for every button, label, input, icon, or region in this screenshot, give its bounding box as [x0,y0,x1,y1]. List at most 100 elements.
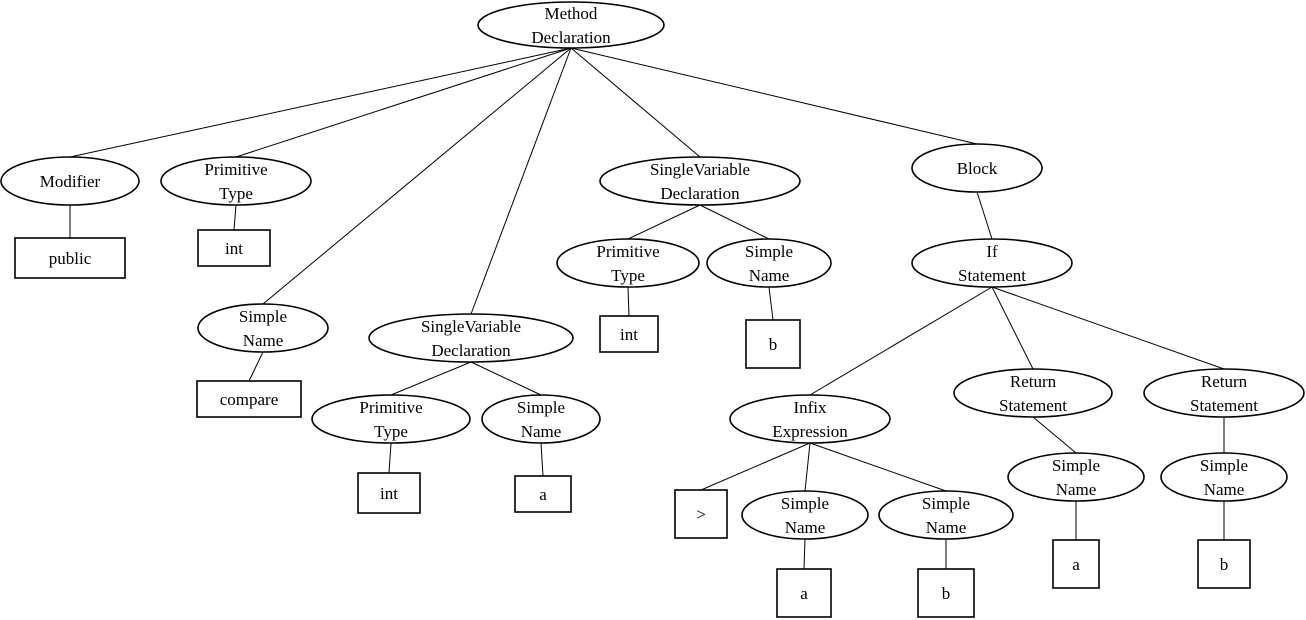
node-label-line: Name [1056,480,1097,499]
node-label-line: public [49,249,92,268]
token-box-infix-b: b [917,568,975,618]
edge-return-a-to-return-name-a [1032,416,1077,454]
node-label-line: Type [374,422,408,441]
node-label-line: Name [926,518,967,537]
node-label-line: Simple [1200,456,1248,475]
ellipse-shape [953,368,1113,418]
token-box-public: public [14,237,126,279]
box-shape [599,315,659,353]
token-box-return-b-val: b [1197,539,1251,589]
box-shape [197,229,271,267]
node-label-line: If [986,242,998,261]
node-label-line: Declaration [431,341,511,360]
box-shape [745,319,801,369]
node-label-line: Primitive [359,398,422,417]
edge-simple-name-a-to-a-1 [540,442,544,477]
box-shape [196,380,302,418]
box-shape [514,475,572,513]
tree-edges [69,47,1225,570]
edge-infix-expr-to-gt [700,442,811,491]
node-label-line: Statement [1190,396,1258,415]
ellipse-shape [477,1,665,49]
edge-method-decl-to-svd-b [570,47,701,158]
edge-prim-type-b-to-int-b [627,286,630,317]
ellipse-shape [556,238,700,288]
edge-simple-name-compare-to-compare [248,351,264,382]
edge-block-to-if-stmt [976,191,993,240]
node-label-line: Name [1204,480,1245,499]
ellipse-shape [1007,452,1145,502]
ellipse-shape [706,238,832,288]
edge-method-decl-to-prim-type-1 [235,47,572,158]
edge-svd-b-to-simple-name-b [699,204,770,240]
token-box-b-1: b [745,319,801,369]
edge-method-decl-to-block [570,47,978,145]
edge-infix-expr-to-infix-name-a [804,442,811,492]
node-label-line: a [539,485,547,504]
node-label-line: b [769,335,778,354]
box-shape [1052,539,1100,589]
edge-simple-name-b-to-b-1 [768,286,774,321]
node-label-line: Expression [772,422,848,441]
node-block: Block [911,143,1043,193]
token-box-a-1: a [514,475,572,513]
edge-if-stmt-to-return-a [991,286,1034,370]
node-label-line: Method [545,4,598,23]
box-shape [1197,539,1251,589]
node-label-line: Type [611,266,645,285]
node-label-line: SingleVariable [650,160,750,179]
ellipse-shape [160,156,312,206]
node-label-line: a [800,584,808,603]
node-label-line: Name [749,266,790,285]
ellipse-shape [0,156,140,206]
node-label-line: Block [957,159,998,178]
node-label-line: Statement [999,396,1067,415]
ellipse-shape [878,490,1014,540]
node-label-line: Simple [239,307,287,326]
ellipse-shape [599,156,801,206]
token-box-int-b: int [599,315,659,353]
node-label-line: Declaration [531,28,611,47]
node-label-line: > [696,505,706,524]
ellipse-shape [741,490,869,540]
node-label-line: Return [1201,372,1248,391]
token-box-infix-a: a [776,568,832,618]
ellipse-shape [481,394,601,444]
edge-infix-expr-to-infix-name-b [809,442,947,492]
token-box-int-1: int [197,229,271,267]
node-label-line: Infix [793,398,827,417]
box-shape [776,568,832,618]
box-shape [674,489,728,539]
ellipse-shape [911,143,1043,193]
node-label-line: Simple [517,398,565,417]
ellipse-shape [1143,368,1305,418]
node-label-line: Type [219,184,253,203]
ellipse-shape [311,394,471,444]
edge-svd-a-to-simple-name-a [470,361,542,396]
node-label-line: Declaration [660,184,740,203]
edge-prim-type-1-to-int-1 [233,204,237,231]
node-label-line: Name [521,422,562,441]
edge-method-decl-to-simple-name-compare [262,47,572,305]
node-label-line: Simple [1052,456,1100,475]
node-modifier: Modifier [0,156,140,206]
token-box-gt: > [674,489,728,539]
node-label-line: Simple [781,494,829,513]
edge-if-stmt-to-infix-expr [809,286,993,396]
edge-svd-a-to-prim-type-a [390,361,472,396]
node-label-line: Name [243,331,284,350]
node-label-line: Primitive [204,160,267,179]
node-label-line: int [380,484,398,503]
